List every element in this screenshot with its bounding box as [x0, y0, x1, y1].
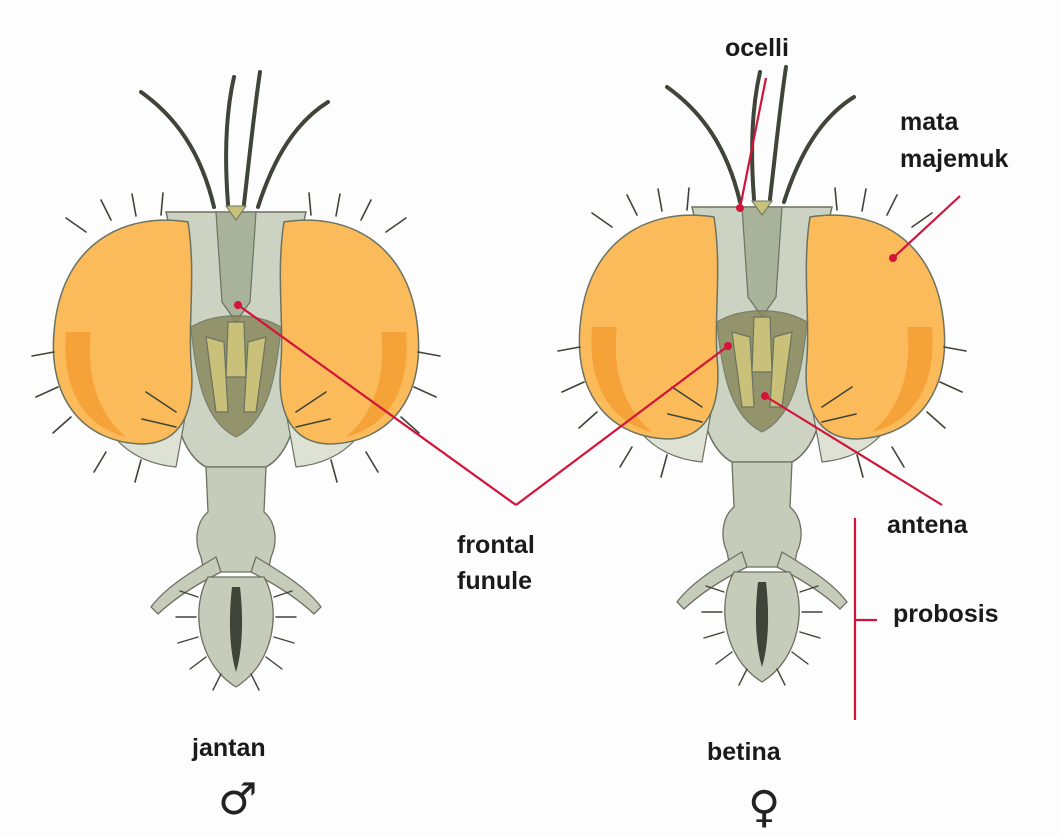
antena-label: antena	[887, 510, 968, 540]
ocelli-label: ocelli	[725, 33, 789, 63]
male-fly-head	[32, 72, 440, 690]
antena-point	[761, 392, 769, 400]
mata-majemuk-label-line1: mata	[900, 107, 958, 137]
betina-label: betina	[707, 737, 781, 767]
mata-majemuk-label-line2: majemuk	[900, 144, 1008, 174]
probosis-label: probosis	[893, 599, 999, 629]
probosis-bracket	[855, 518, 877, 720]
frontal-point-female	[724, 342, 732, 350]
frontal-funule-label-line2: funule	[457, 566, 532, 596]
frontal-point-male	[234, 301, 242, 309]
male-symbol: ♂	[218, 778, 257, 822]
mata-majemuk-leader	[893, 196, 960, 258]
ocelli-point	[736, 204, 744, 212]
eye-point	[889, 254, 897, 262]
female-symbol: ♀	[748, 786, 780, 830]
male-head-drawing	[32, 72, 440, 690]
jantan-label: jantan	[192, 733, 266, 763]
frontal-funule-label-line1: frontal	[457, 530, 535, 560]
